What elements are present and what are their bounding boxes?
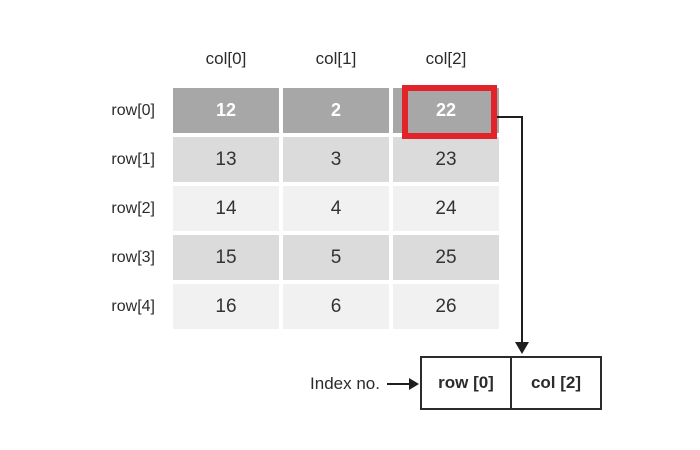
- matrix-cell-r0c0: 12: [173, 88, 279, 133]
- row-label-2: row[2]: [111, 200, 155, 217]
- matrix-cell-r2c0: 14: [173, 186, 279, 231]
- matrix-cell-r3c2: 25: [393, 235, 499, 280]
- matrix-cell-r4c2: 26: [393, 284, 499, 329]
- matrix-cell-r3c1: 5: [283, 235, 389, 280]
- matrix-cell-r1c0: 13: [173, 137, 279, 182]
- matrix-cell-r4c1: 6: [283, 284, 389, 329]
- index-box: row [0] col [2]: [420, 356, 602, 410]
- matrix-cell-r1c1: 3: [283, 137, 389, 182]
- row-label-1: row[1]: [111, 151, 155, 168]
- matrix-grid: 12 2 22 13 3 23 14 4 24 15 5 25 16 6 26: [173, 88, 499, 329]
- matrix-cell-r3c0: 15: [173, 235, 279, 280]
- col-header-2: col[2]: [425, 49, 467, 68]
- arrow-down-icon: [515, 342, 529, 354]
- arrow-right-icon: [409, 378, 419, 390]
- matrix-cell-r4c0: 16: [173, 284, 279, 329]
- matrix-cell-r0c2: 22: [393, 88, 499, 133]
- index-arrow-line: [387, 383, 410, 385]
- col-header-1: col[1]: [315, 49, 357, 68]
- elbow-arrow-vertical-line: [521, 116, 523, 343]
- elbow-arrow-horizontal-line: [497, 116, 523, 118]
- row-label-4: row[4]: [111, 298, 155, 315]
- row-label-3: row[3]: [111, 249, 155, 266]
- highlight-cell-border: [402, 85, 497, 139]
- index-no-label: Index no.: [310, 374, 380, 393]
- index-box-row-cell: row [0]: [422, 358, 512, 408]
- matrix-cell-r2c2: 24: [393, 186, 499, 231]
- matrix-cell-r0c1: 2: [283, 88, 389, 133]
- col-header-0: col[0]: [205, 49, 247, 68]
- matrix-cell-r2c1: 4: [283, 186, 389, 231]
- row-label-0: row[0]: [111, 102, 155, 119]
- index-box-col-cell: col [2]: [530, 373, 582, 392]
- matrix-cell-r1c2: 23: [393, 137, 499, 182]
